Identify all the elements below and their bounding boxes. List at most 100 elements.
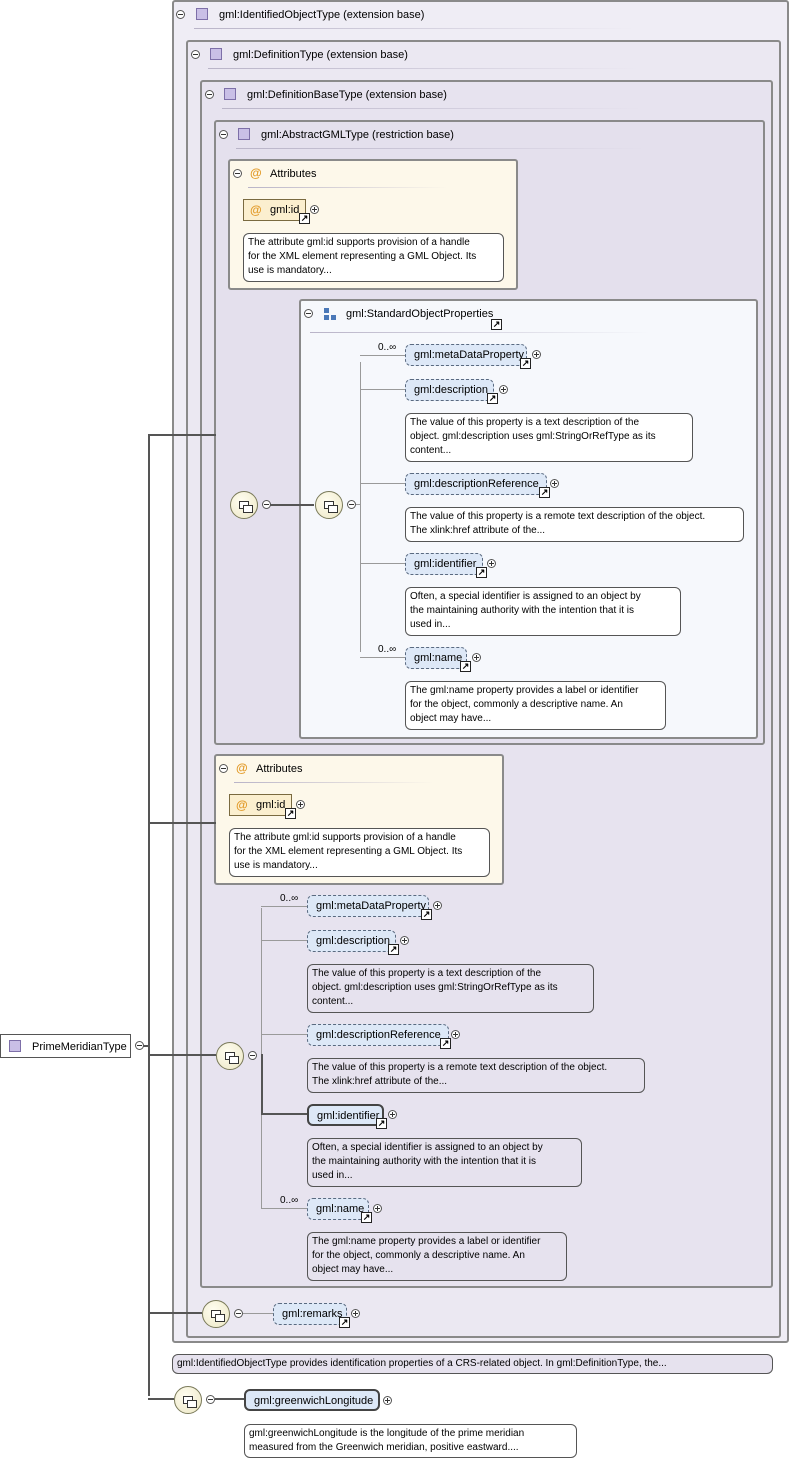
arrow-link-icon[interactable]: ↗	[361, 1212, 372, 1223]
connector	[360, 355, 405, 356]
doc-line: The value of this property is a remote t…	[312, 1062, 608, 1073]
sequence-icon	[315, 491, 343, 519]
collapse-icon[interactable]	[233, 169, 242, 178]
element-identifier[interactable]: gml:identifier	[307, 1104, 384, 1126]
connector	[148, 1398, 174, 1400]
arrow-link-icon[interactable]: ↗	[421, 909, 432, 920]
doc-line: the maintaining authority with the inten…	[312, 1156, 537, 1167]
connector	[148, 1312, 202, 1314]
plus-circle-icon[interactable]	[451, 1030, 460, 1039]
plus-circle-icon[interactable]	[373, 1204, 382, 1213]
doc-line: for the object, commonly a descriptive n…	[410, 699, 623, 710]
complex-type-icon	[210, 48, 222, 60]
arrow-link-icon[interactable]: ↗	[487, 393, 498, 404]
header-divider	[236, 148, 646, 149]
element-description[interactable]: gml:description	[405, 379, 494, 401]
element-name[interactable]: gml:name	[307, 1198, 369, 1220]
collapse-icon[interactable]	[219, 130, 228, 139]
collapse-icon[interactable]	[248, 1051, 257, 1060]
arrow-link-icon[interactable]: ↗	[299, 213, 310, 224]
collapse-icon[interactable]	[234, 1309, 243, 1318]
doc-line: The gml:name property provides a label o…	[312, 1236, 541, 1247]
collapse-icon[interactable]	[176, 10, 185, 19]
plus-circle-icon[interactable]	[472, 653, 481, 662]
plus-circle-icon[interactable]	[296, 800, 305, 809]
name-doc: The gml:name property provides a label o…	[405, 681, 666, 730]
connector	[360, 563, 405, 564]
attribute-gml-id[interactable]: @ gml:id	[229, 794, 292, 816]
doc-line: for the XML element representing a GML O…	[234, 846, 463, 857]
element-description[interactable]: gml:description	[307, 930, 396, 952]
element-identifier[interactable]: gml:identifier	[405, 553, 483, 575]
arrow-link-icon[interactable]: ↗	[491, 319, 502, 330]
arrow-link-icon[interactable]: ↗	[285, 808, 296, 819]
identifier-doc: Often, a special identifier is assigned …	[405, 587, 681, 636]
plus-circle-icon[interactable]	[550, 479, 559, 488]
collapse-icon[interactable]	[191, 50, 200, 59]
arrow-link-icon[interactable]: ↗	[376, 1118, 387, 1129]
connector	[356, 504, 361, 505]
connector	[261, 1208, 307, 1209]
description-reference-doc: The value of this property is a remote t…	[307, 1058, 645, 1093]
root-type-box[interactable]: PrimeMeridianType	[0, 1034, 131, 1058]
doc-line: object may have...	[312, 1264, 394, 1275]
plus-circle-icon[interactable]	[487, 559, 496, 568]
arrow-link-icon[interactable]: ↗	[476, 567, 487, 578]
connector	[261, 1113, 307, 1115]
arrow-link-icon[interactable]: ↗	[539, 487, 550, 498]
arrow-link-icon[interactable]: ↗	[520, 358, 531, 369]
collapse-icon[interactable]	[304, 309, 313, 318]
plus-circle-icon[interactable]	[388, 1110, 397, 1119]
doc-line: content...	[312, 996, 354, 1007]
plus-circle-icon[interactable]	[351, 1309, 360, 1318]
doc-line: object. gml:description uses gml:StringO…	[410, 431, 656, 442]
connector	[261, 1034, 307, 1035]
header-divider	[248, 187, 448, 188]
cardinality-label: 0..∞	[280, 1195, 299, 1206]
doc-line: use is mandatory...	[234, 860, 318, 871]
element-meta-data-property[interactable]: gml:metaDataProperty	[405, 344, 527, 366]
header-divider	[222, 108, 642, 109]
element-remarks[interactable]: gml:remarks	[273, 1303, 347, 1325]
element-description-reference[interactable]: gml:descriptionReference	[405, 473, 547, 495]
element-greenwich-longitude[interactable]: gml:greenwichLongitude	[244, 1389, 380, 1411]
connector	[148, 434, 216, 436]
doc-line: measured from the Greenwich meridian, po…	[249, 1442, 519, 1453]
plus-circle-icon[interactable]	[499, 385, 508, 394]
collapse-icon[interactable]	[205, 90, 214, 99]
attribute-doc: The attribute gml:id supports provision …	[229, 828, 490, 877]
connector	[360, 362, 361, 652]
doc-line: Often, a special identifier is assigned …	[312, 1142, 543, 1153]
attribute-gml-id[interactable]: @ gml:id	[243, 199, 306, 221]
collapse-icon[interactable]	[262, 500, 271, 509]
description-doc: The value of this property is a text des…	[307, 964, 594, 1013]
doc-line: Often, a special identifier is assigned …	[410, 591, 641, 602]
plus-circle-icon[interactable]	[532, 350, 541, 359]
collapse-icon[interactable]	[347, 500, 356, 509]
complex-type-icon	[238, 128, 250, 140]
arrow-link-icon[interactable]: ↗	[339, 1317, 350, 1328]
cardinality-label: 0..∞	[378, 342, 397, 353]
doc-line: object may have...	[410, 713, 492, 724]
plus-circle-icon[interactable]	[310, 205, 319, 214]
connector	[261, 940, 307, 941]
plus-circle-icon[interactable]	[383, 1396, 392, 1405]
arrow-link-icon[interactable]: ↗	[440, 1038, 451, 1049]
plus-circle-icon[interactable]	[400, 936, 409, 945]
arrow-link-icon[interactable]: ↗	[460, 661, 471, 672]
attributes-label: Attributes	[270, 168, 317, 180]
arrow-link-icon[interactable]: ↗	[388, 944, 399, 955]
collapse-icon[interactable]	[206, 1395, 215, 1404]
doc-line: content...	[410, 445, 452, 456]
sequence-icon	[216, 1042, 244, 1070]
description-doc: The value of this property is a text des…	[405, 413, 693, 462]
at-sign-icon: @	[250, 166, 262, 180]
doc-line: for the object, commonly a descriptive n…	[312, 1250, 525, 1261]
name-doc: The gml:name property provides a label o…	[307, 1232, 567, 1281]
plus-circle-icon[interactable]	[433, 901, 442, 910]
doc-line: The xlink:href attribute of the...	[312, 1076, 448, 1087]
element-name[interactable]: gml:name	[405, 647, 467, 669]
element-description-reference[interactable]: gml:descriptionReference	[307, 1024, 449, 1046]
element-meta-data-property[interactable]: gml:metaDataProperty	[307, 895, 429, 917]
collapse-icon[interactable]	[219, 764, 228, 773]
